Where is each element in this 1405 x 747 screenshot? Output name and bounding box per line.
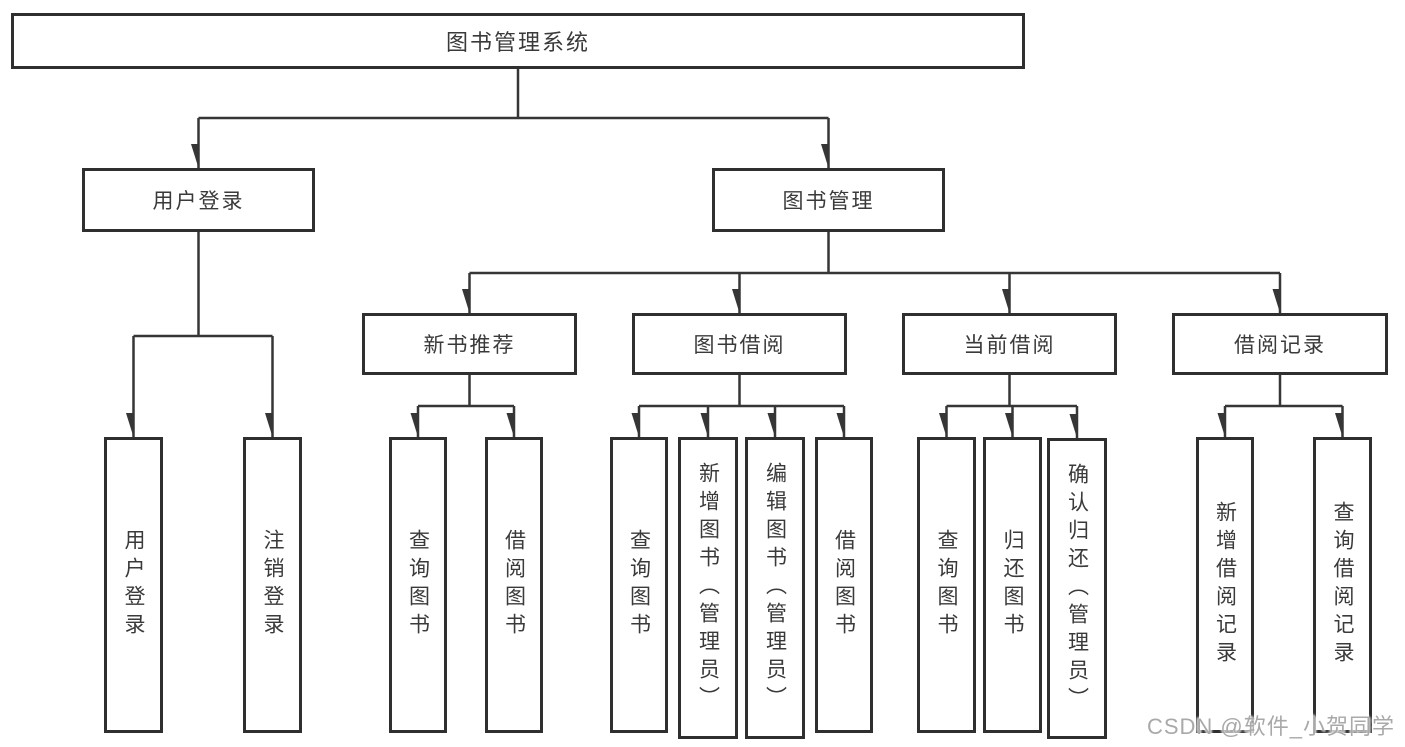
node-query-book-borrowing: 查询图书 [610, 437, 668, 733]
node-book-management-module: 图书管理 [712, 168, 945, 232]
node-label: 用户登录 [122, 529, 145, 641]
node-label: 借阅记录 [1234, 334, 1326, 357]
node-label: 查询图书 [406, 529, 430, 641]
node-label: 新增图书（管理员） [696, 462, 720, 714]
node-new-book-recommend: 新书推荐 [362, 313, 577, 375]
node-label: 新书推荐 [423, 334, 516, 357]
node-add-book-admin: 新增图书（管理员） [678, 437, 738, 739]
node-label: 新增借阅记录 [1213, 501, 1237, 669]
node-query-borrow-record: 查询借阅记录 [1313, 437, 1372, 733]
node-borrowing-records: 借阅记录 [1172, 313, 1388, 375]
watermark: CSDN @软件_小贺同学 [1146, 714, 1395, 739]
node-label: 查询借阅记录 [1331, 501, 1354, 669]
node-label: 编辑图书（管理员） [763, 462, 787, 714]
node-label: 查询图书 [627, 529, 651, 641]
node-confirm-return-admin: 确认归还（管理员） [1047, 438, 1107, 739]
node-query-book-recommend: 查询图书 [389, 437, 447, 733]
node-label: 图书管理 [782, 190, 875, 213]
node-label: 归还图书 [1001, 529, 1024, 641]
node-label: 注销登录 [261, 529, 284, 641]
node-query-book-current: 查询图书 [917, 437, 976, 733]
node-edit-book-admin: 编辑图书（管理员） [745, 437, 805, 739]
node-add-borrow-record: 新增借阅记录 [1196, 437, 1254, 733]
node-label: 查询图书 [935, 529, 958, 641]
node-label: 借阅图书 [832, 529, 856, 641]
node-root: 图书管理系统 [11, 13, 1025, 69]
node-label: 当前借阅 [963, 334, 1056, 357]
node-user-login: 用户登录 [104, 437, 163, 733]
node-label: 确认归还（管理员） [1065, 462, 1089, 715]
node-borrow-book-borrowing: 借阅图书 [815, 437, 873, 733]
node-user-login-module: 用户登录 [82, 168, 315, 232]
node-current-borrowing: 当前借阅 [902, 313, 1117, 375]
node-borrow-book-recommend: 借阅图书 [485, 437, 543, 733]
node-label: 图书借阅 [693, 334, 786, 357]
node-label: 借阅图书 [502, 529, 526, 641]
node-label: 图书管理系统 [445, 30, 590, 55]
node-book-borrowing: 图书借阅 [632, 313, 847, 375]
node-return-book: 归还图书 [983, 437, 1042, 733]
node-label: 用户登录 [152, 190, 245, 213]
node-logout: 注销登录 [243, 437, 302, 733]
